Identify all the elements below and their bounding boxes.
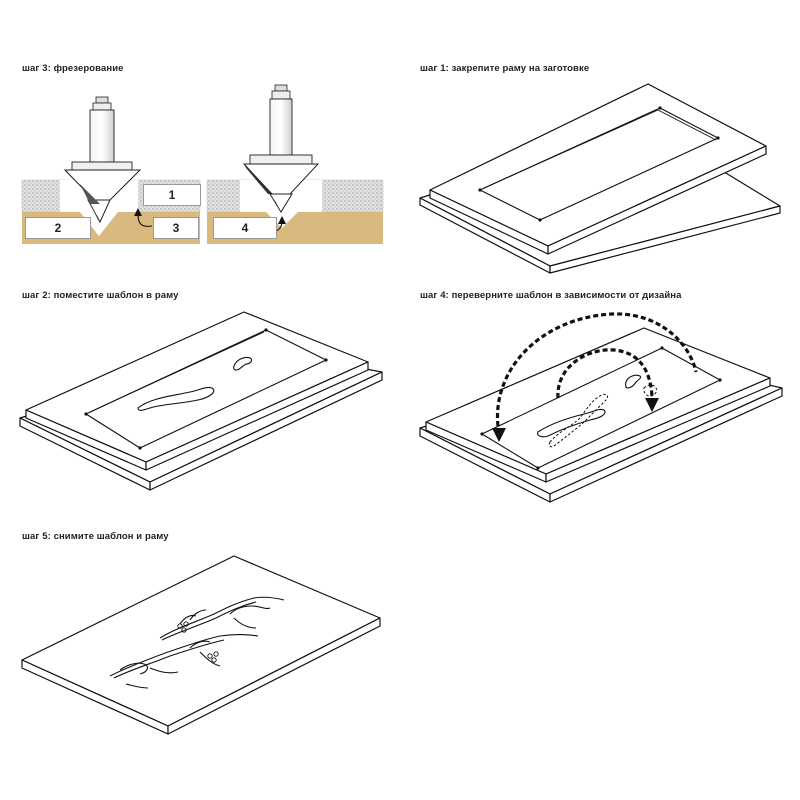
frame	[429, 83, 767, 255]
flip-arrow-small	[556, 348, 654, 399]
finished-board	[21, 555, 381, 735]
step3-milling-illustration: 1 2 3 4	[0, 0, 400, 260]
step5-caption: шаг 5: снимите шаблон и раму	[22, 531, 169, 542]
step4-caption: шаг 4: переверните шаблон в зависимости …	[420, 290, 682, 301]
step2-template-illustration	[0, 300, 400, 510]
step2-caption: шаг 2: поместите шаблон в раму	[22, 290, 179, 301]
step4-flip-illustration	[400, 300, 800, 520]
frame	[425, 327, 771, 483]
label-2: 2	[25, 217, 91, 239]
template	[480, 346, 722, 470]
flip-arrow-large	[495, 312, 698, 427]
label-3: 3	[153, 217, 199, 239]
step3-caption: шаг 3: фрезерование	[22, 63, 124, 74]
step1-frame-illustration	[400, 70, 800, 280]
step1-caption: шаг 1: закрепите раму на заготовке	[420, 63, 590, 74]
label-1: 1	[143, 184, 201, 206]
label-4: 4	[213, 217, 277, 239]
step5-svg	[21, 555, 381, 735]
step5-result-illustration	[0, 540, 400, 780]
template-cutout-main	[137, 386, 215, 411]
template-cutout-small	[233, 356, 253, 371]
frame	[25, 311, 369, 471]
router-bit-right	[242, 84, 320, 213]
carved-ornament	[109, 596, 285, 689]
template	[84, 328, 328, 450]
step2-svg	[19, 311, 383, 491]
router-bit-left	[63, 96, 142, 224]
step1-svg	[419, 83, 781, 274]
step4-svg	[419, 312, 783, 503]
